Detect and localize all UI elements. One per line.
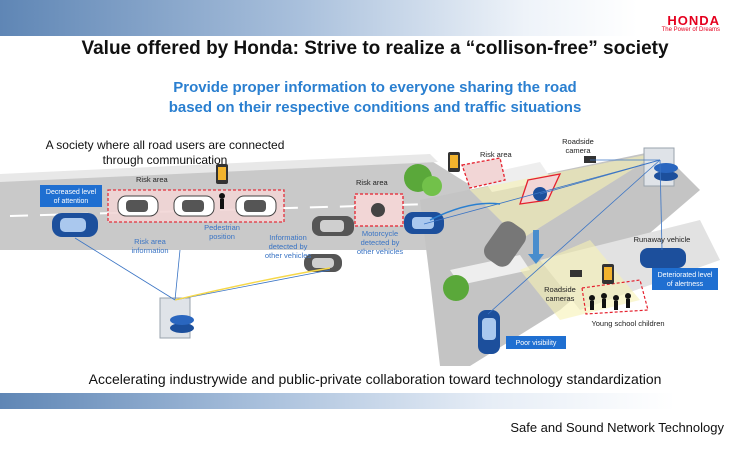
info-other-line-3: other vehicles (265, 251, 312, 260)
info-other-line-1: Information (269, 233, 307, 242)
motorcycle-line-2: detected by (361, 238, 400, 247)
top-banner (0, 0, 750, 36)
decreased-attention-box (40, 185, 102, 207)
roadside-camera-line-1: Roadside (562, 137, 594, 146)
society-line-1: A society where all road users are conne… (45, 138, 285, 152)
roadside-camera-line-2: camera (565, 146, 591, 155)
poor-visibility-box (506, 336, 566, 349)
standardization-statement: Accelerating industrywide and public-pri… (88, 371, 662, 387)
alertness-box (652, 268, 718, 290)
camera-beam-2 (520, 240, 640, 320)
poor-visibility-label: Poor visibility (516, 340, 557, 347)
camera-icon-2 (570, 270, 582, 277)
car-gray-turning (484, 221, 526, 267)
slide-subtitle: Provide proper information to everyone s… (0, 78, 750, 118)
bottom-banner (0, 393, 750, 409)
decreased-attention-line-2: of attention (54, 198, 89, 205)
risk-area-3 (461, 157, 506, 189)
subtitle-line-1: Provide proper information to everyone s… (173, 79, 577, 96)
risk-info-line-1: Risk area (134, 237, 167, 246)
runaway-label: Runaway vehicle (634, 235, 691, 244)
children-label: Young school children (591, 319, 664, 328)
motorcycle (371, 203, 385, 217)
info-other-line-2: detected by (269, 242, 308, 251)
slide-title: Value offered by Honda: Strive to realiz… (81, 38, 669, 59)
footer-title: Safe and Sound Network Technology (510, 420, 724, 435)
communication-lines (74, 159, 663, 315)
subtitle-line-2: based on their respective conditions and… (168, 99, 582, 116)
logo-brand: HONDA (667, 13, 720, 28)
decreased-attention-line-1: Decreased level (46, 189, 97, 196)
pedestrian-line-2: position (209, 232, 235, 241)
server-icon-left (159, 297, 194, 339)
risk-area-label-1: Risk area (136, 175, 169, 184)
camera-icon (584, 156, 596, 163)
logo-tagline: The Power of Dreams (661, 27, 720, 33)
yellow-info-line (174, 267, 331, 301)
risk-info-line-2: information (131, 246, 168, 255)
alertness-line-1: Deteriorated level (658, 272, 713, 279)
info-arrow (429, 202, 501, 221)
risk-area-label-3: Risk area (480, 150, 513, 159)
roadside-cameras-line-2: cameras (546, 294, 575, 303)
school-children (589, 293, 631, 310)
traffic-scene-diagram: Risk area Risk area Risk area Decreased … (0, 137, 720, 366)
motorcycle-line-3: other vehicles (357, 247, 404, 256)
roadside-cameras-line-1: Roadside (544, 285, 576, 294)
society-line-2: through communication (102, 153, 228, 167)
motorcycle-line-1: Motorcycle (362, 229, 398, 238)
camera-beam-1 (470, 152, 660, 240)
server-icon-right (643, 147, 678, 187)
risk-area-label-2: Risk area (356, 178, 389, 187)
car-blue-runaway (640, 248, 686, 268)
honda-logo: HONDA The Power of Dreams (662, 14, 720, 33)
society-caption: A society where all road users are conne… (30, 138, 300, 168)
children-risk-zone (581, 279, 649, 315)
pedestrian-line-1: Pedestrian (204, 223, 240, 232)
tree-icon-2 (443, 275, 469, 301)
alertness-line-2: of alertness (667, 281, 704, 288)
pedestrian (219, 193, 225, 199)
